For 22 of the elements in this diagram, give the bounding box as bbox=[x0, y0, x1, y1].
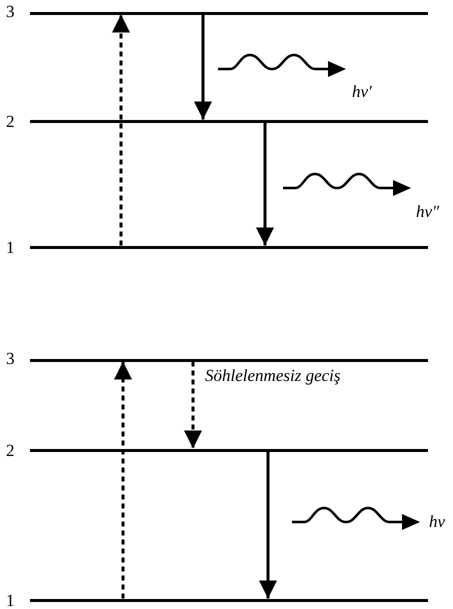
energy-level-line bbox=[30, 12, 428, 14]
energy-level-line bbox=[30, 358, 428, 362]
transition-arrow bbox=[259, 452, 277, 598]
level-number: 2 bbox=[6, 442, 14, 460]
energy-level-line bbox=[30, 598, 428, 602]
dashed-transition-arrow bbox=[114, 362, 132, 598]
photon-energy-label: hν″ bbox=[416, 203, 440, 221]
photon-energy-label: hν bbox=[429, 513, 446, 531]
level-number: 3 bbox=[6, 350, 14, 368]
photon-energy-label: hν′ bbox=[352, 83, 372, 101]
level-number: 1 bbox=[6, 592, 14, 609]
transition-arrow bbox=[194, 14, 212, 120]
level-number: 2 bbox=[6, 113, 14, 131]
level-number: 3 bbox=[6, 3, 14, 21]
energy-level-line bbox=[30, 246, 428, 248]
energy-level-line bbox=[30, 120, 428, 122]
level-number: 1 bbox=[6, 239, 14, 257]
transition-arrow bbox=[256, 122, 274, 246]
dashed-transition-arrow bbox=[184, 362, 202, 448]
energy-level-line bbox=[30, 448, 428, 452]
dashed-transition-arrow bbox=[112, 14, 130, 246]
edge-label: Söhlelenmesiz geciş bbox=[204, 366, 342, 386]
